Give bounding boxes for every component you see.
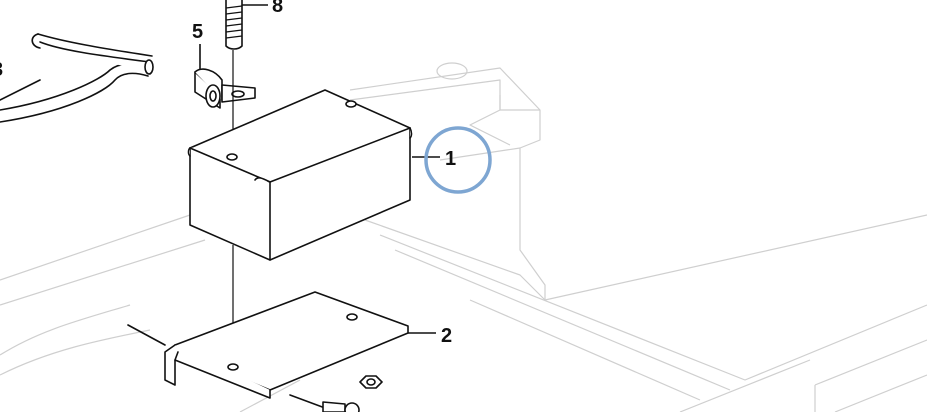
callout-label-5: 5 xyxy=(192,21,203,43)
callout-label-2: 2 xyxy=(441,325,452,347)
cable-clamp xyxy=(194,68,256,109)
enclosure-box xyxy=(187,89,413,261)
callout-label-8: 8 xyxy=(272,0,283,17)
mounting-bracket xyxy=(127,291,409,399)
screw xyxy=(225,0,243,50)
callout-label-1: 1 xyxy=(445,148,456,170)
bolt xyxy=(289,394,360,412)
chassis-frame xyxy=(0,62,927,412)
hex-nut xyxy=(359,375,383,389)
highlight-ring xyxy=(424,126,492,194)
cable xyxy=(0,33,154,123)
callout-label-3: 3 xyxy=(0,59,3,81)
